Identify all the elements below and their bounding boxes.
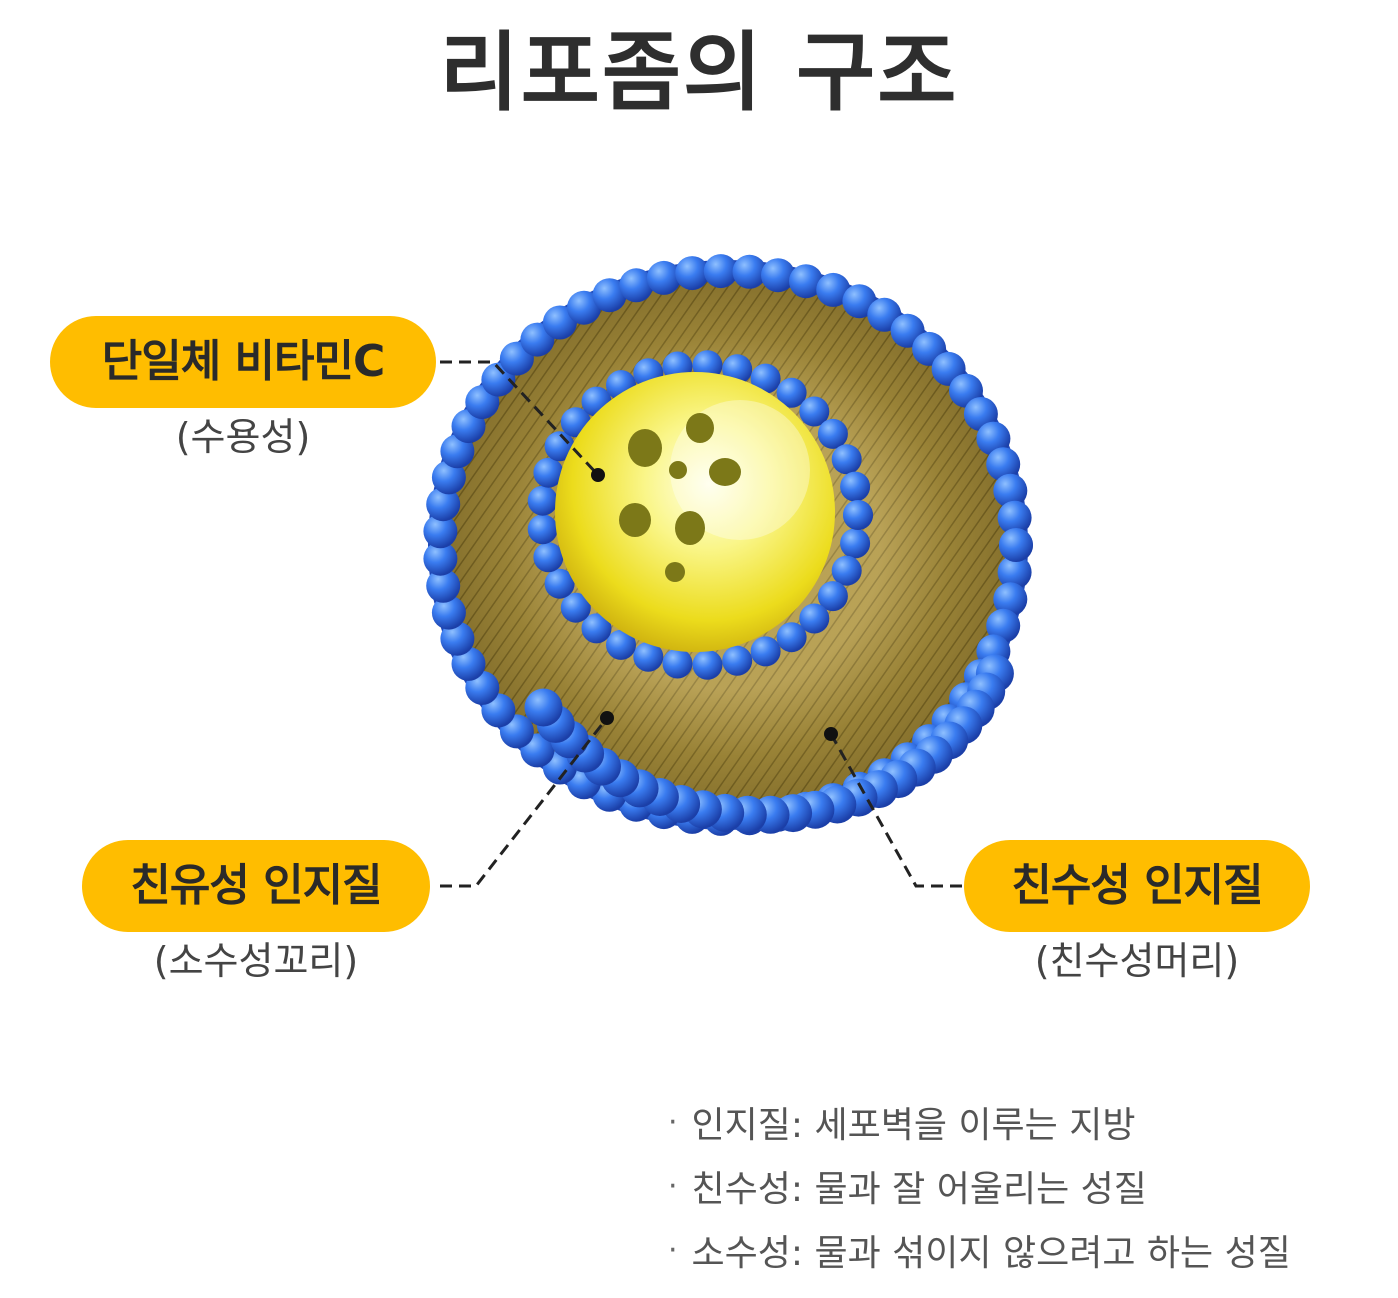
lipid-head bbox=[544, 431, 575, 462]
lipid-head bbox=[776, 622, 807, 653]
front-hydrophilic-heads bbox=[524, 654, 1014, 834]
lipid-head bbox=[997, 500, 1032, 535]
bullet-icon: · bbox=[668, 1104, 678, 1140]
lipid-head bbox=[560, 592, 591, 623]
note-phospholipid: · 인지질: 세포벽을 이루는 지방 bbox=[668, 1090, 1388, 1154]
definition-notes: · 인지질: 세포벽을 이루는 지방 · 친수성: 물과 잘 어울리는 성질 ·… bbox=[668, 1090, 1388, 1282]
lipid-head bbox=[606, 629, 636, 660]
lipid-head bbox=[831, 555, 862, 586]
lipid-head bbox=[999, 528, 1033, 562]
lipid-head bbox=[843, 500, 873, 530]
lipid-head bbox=[533, 457, 564, 488]
lipid-head bbox=[986, 608, 1021, 643]
lipid-head bbox=[423, 514, 458, 549]
lipid-head bbox=[816, 272, 851, 307]
lipid-head bbox=[842, 284, 877, 319]
lipid-head bbox=[592, 278, 627, 313]
lipid-head bbox=[789, 264, 823, 299]
vitamin-c-point bbox=[591, 468, 605, 482]
lipid-head bbox=[527, 485, 558, 516]
vitamin-c-label: 단일체 비타민C bbox=[50, 316, 436, 408]
hydrophobic-note: (소수성꼬리) bbox=[153, 939, 359, 983]
lipid-head bbox=[817, 418, 848, 449]
lipid-head bbox=[799, 603, 830, 634]
note-text: 소수성: 물과 섞이지 않으려고 하는 성질 bbox=[691, 1233, 1291, 1274]
vitamin-c-note: (수용성) bbox=[175, 415, 311, 459]
note-hydrophobic: · 소수성: 물과 섞이지 않으려고 하는 성질 bbox=[668, 1218, 1388, 1282]
lipid-head bbox=[761, 258, 795, 293]
lipid-head bbox=[840, 528, 871, 559]
leader-lines bbox=[440, 360, 962, 888]
lipid-head bbox=[646, 260, 681, 295]
lipid-head bbox=[993, 582, 1028, 617]
inner-hydrophilic-heads bbox=[527, 350, 873, 680]
lipid-head bbox=[986, 447, 1021, 482]
lipid-head bbox=[776, 377, 807, 408]
lipid-head bbox=[524, 688, 563, 727]
note-hydrophilic: · 친수성: 물과 잘 어울리는 성질 bbox=[668, 1154, 1388, 1218]
hydrophilic-label: 친수성 인지질 bbox=[964, 840, 1310, 932]
lipid-head bbox=[567, 290, 601, 325]
hydrophilic-leader bbox=[829, 733, 962, 888]
lipid-head bbox=[544, 568, 575, 599]
lipid-head bbox=[431, 460, 466, 495]
lipid-head bbox=[703, 254, 738, 289]
lipid-head bbox=[722, 645, 753, 676]
hydrophobic-label: 친유성 인지질 bbox=[82, 840, 430, 932]
hydrophilic-note: (친수성머리) bbox=[1034, 939, 1240, 983]
hydrophobic-leader bbox=[440, 717, 609, 888]
lipid-head bbox=[840, 471, 871, 502]
lipid-head bbox=[799, 396, 830, 427]
lipid-head bbox=[619, 268, 654, 303]
hydrophilic-point bbox=[824, 727, 838, 741]
bullet-icon: · bbox=[668, 1168, 678, 1204]
lipid-head bbox=[831, 444, 862, 475]
note-text: 인지질: 세포벽을 이루는 지방 bbox=[691, 1105, 1136, 1146]
vitamin-c-core bbox=[555, 372, 835, 652]
lipid-head bbox=[997, 555, 1032, 590]
lipid-head bbox=[675, 256, 710, 291]
lipid-head bbox=[750, 636, 781, 667]
lipid-head bbox=[750, 363, 781, 394]
vitamin-c-leader bbox=[440, 360, 600, 477]
lipid-head bbox=[581, 613, 612, 644]
lipid-head bbox=[976, 421, 1011, 456]
lipid-head bbox=[423, 541, 458, 576]
lipid-head bbox=[633, 641, 664, 672]
lipid-head bbox=[440, 621, 475, 656]
lipid-head bbox=[426, 487, 461, 522]
lipid-head bbox=[817, 581, 848, 612]
lipid-head bbox=[426, 568, 461, 603]
note-text: 친수성: 물과 잘 어울리는 성질 bbox=[691, 1169, 1147, 1210]
lipid-head bbox=[527, 514, 558, 545]
lipid-head bbox=[431, 595, 466, 630]
lipid-head bbox=[533, 542, 564, 573]
lipid-head bbox=[662, 648, 693, 679]
lipid-head bbox=[993, 473, 1028, 508]
hydrophobic-point bbox=[600, 711, 614, 725]
lipid-head bbox=[732, 254, 767, 289]
lipid-head bbox=[692, 649, 723, 680]
page-title: 리포좀의 구조 bbox=[439, 23, 959, 123]
bullet-icon: · bbox=[668, 1232, 678, 1268]
